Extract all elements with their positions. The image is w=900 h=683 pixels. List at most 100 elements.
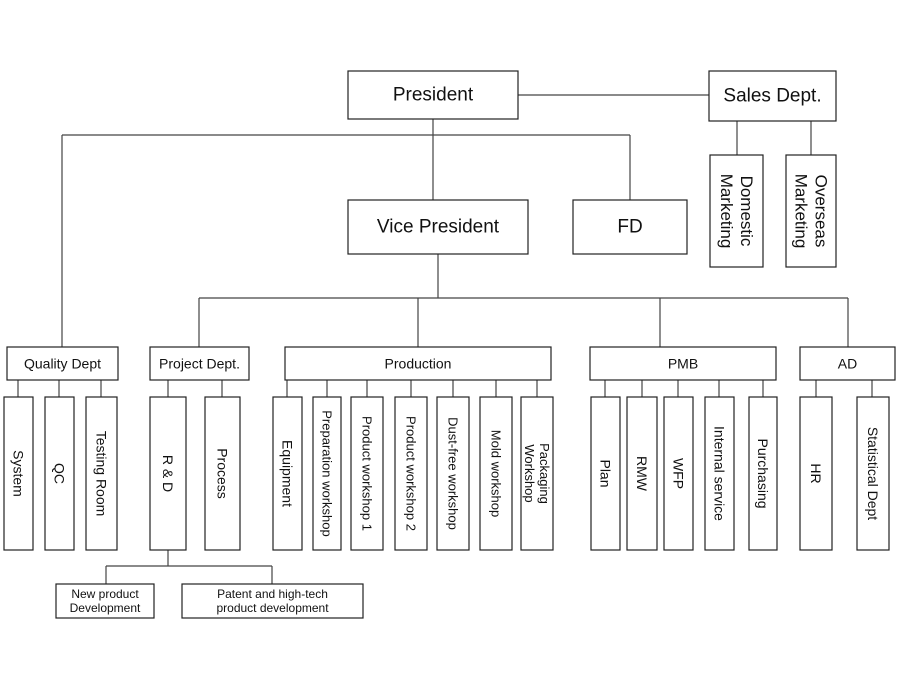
org-node-box — [590, 396, 621, 551]
org-node-label-line: System — [11, 450, 27, 497]
org-node-overseas: OverseasMarketing — [785, 154, 837, 268]
org-node-box — [149, 346, 250, 381]
org-node-box — [55, 583, 155, 619]
org-node-wfp: WFP — [663, 396, 694, 551]
org-node-box — [44, 396, 75, 551]
org-node-label-line: President — [393, 85, 474, 106]
org-node-domestic: DomesticMarketing — [709, 154, 764, 268]
connector-lines — [17, 94, 873, 584]
org-node-label-line: Workshop — [522, 444, 537, 502]
org-node-box — [347, 199, 529, 255]
org-node-process: Process — [204, 396, 241, 551]
org-node-box — [520, 396, 554, 551]
org-node-label: Process — [215, 448, 231, 499]
org-node-box — [350, 396, 384, 551]
org-node-label-line: Vice President — [377, 217, 500, 238]
org-node-pw2: Product workshop 2 — [394, 396, 428, 551]
org-node-label: Project Dept. — [159, 356, 240, 372]
org-node-label-line: Internal service — [712, 426, 728, 521]
org-node-box — [626, 396, 658, 551]
org-node-label-line: Equipment — [280, 440, 296, 507]
org-node-label-line: Development — [70, 601, 141, 615]
org-node-box — [572, 199, 688, 255]
org-node-internal: Internal service — [704, 396, 735, 551]
org-node-label: DomesticMarketing — [717, 174, 756, 249]
org-node-box — [799, 346, 896, 381]
org-node-label-line: Sales Dept. — [723, 86, 821, 107]
org-node-label-line: Marketing — [792, 174, 811, 249]
org-node-rmw: RMW — [626, 396, 658, 551]
org-node-box — [394, 396, 428, 551]
org-node-label: Testing Room — [94, 431, 110, 517]
org-node-label-line: QC — [52, 463, 68, 484]
org-node-label-line: WFP — [671, 458, 687, 489]
org-node-label-line: Testing Room — [94, 431, 110, 517]
org-node-box — [709, 154, 764, 268]
org-node-sales: Sales Dept. — [708, 70, 837, 122]
org-node-box — [85, 396, 118, 551]
org-node-hr: HR — [799, 396, 833, 551]
org-node-box — [785, 154, 837, 268]
org-node-box — [284, 346, 552, 381]
org-node-label: PMB — [668, 356, 698, 372]
org-node-purchasing: Purchasing — [748, 396, 778, 551]
org-node-label-line: Statistical Dept — [865, 427, 881, 520]
org-node-label-line: HR — [808, 463, 824, 483]
org-node-label-line: Preparation workshop — [320, 410, 335, 536]
org-node-qc: QC — [44, 396, 75, 551]
org-node-production: Production — [284, 346, 552, 381]
org-node-label-line: Mold workshop — [489, 430, 504, 517]
org-node-label: Purchasing — [755, 438, 771, 508]
org-node-label: Mold workshop — [489, 430, 504, 517]
org-node-label: President — [393, 85, 474, 106]
org-node-box — [708, 70, 837, 122]
org-node-label-line: product development — [216, 601, 329, 615]
org-node-label: Dust-free workshop — [446, 417, 461, 530]
org-node-label: HR — [808, 463, 824, 483]
org-node-label-line: Patent and high-tech — [217, 587, 328, 601]
org-node-label: Sales Dept. — [723, 86, 821, 107]
org-node-dustfree: Dust-free workshop — [436, 396, 470, 551]
org-node-label: OverseasMarketing — [792, 174, 831, 249]
org-node-label-line: Plan — [598, 459, 614, 487]
org-node-label: Preparation workshop — [320, 410, 335, 536]
org-node-box — [479, 396, 513, 551]
org-node-label: WFP — [671, 458, 687, 489]
org-node-mold: Mold workshop — [479, 396, 513, 551]
org-node-box — [663, 396, 694, 551]
org-node-label: Vice President — [377, 217, 500, 238]
org-node-label-line: AD — [838, 356, 857, 372]
org-node-label-line: FD — [617, 217, 642, 238]
org-node-fd: FD — [572, 199, 688, 255]
org-node-project: Project Dept. — [149, 346, 250, 381]
org-node-label-line: Process — [215, 448, 231, 499]
org-node-testing: Testing Room — [85, 396, 118, 551]
org-node-packaging: PackagingWorkshop — [520, 396, 554, 551]
org-node-box — [347, 70, 519, 120]
org-node-label-line: Production — [385, 356, 452, 372]
org-node-vp: Vice President — [347, 199, 529, 255]
org-node-prepws: Preparation workshop — [312, 396, 342, 551]
org-node-label-line: New product — [71, 587, 139, 601]
org-node-label: PackagingWorkshop — [522, 443, 552, 504]
org-node-pw1: Product workshop 1 — [350, 396, 384, 551]
org-node-quality: Quality Dept — [6, 346, 119, 381]
org-node-label: FD — [617, 217, 642, 238]
org-node-box — [589, 346, 777, 381]
org-node-label: Product workshop 1 — [360, 416, 375, 531]
org-node-label: System — [11, 450, 27, 497]
org-node-box — [704, 396, 735, 551]
org-node-rd: R & D — [149, 396, 187, 551]
org-node-label-line: Marketing — [717, 174, 736, 249]
org-node-label: Internal service — [712, 426, 728, 521]
org-node-plan: Plan — [590, 396, 621, 551]
org-node-label: Statistical Dept — [865, 427, 881, 520]
org-node-equipment: Equipment — [272, 396, 303, 551]
org-node-box — [748, 396, 778, 551]
org-node-box — [312, 396, 342, 551]
org-node-label-line: Quality Dept — [24, 356, 101, 372]
org-node-box — [204, 396, 241, 551]
org-node-box — [436, 396, 470, 551]
